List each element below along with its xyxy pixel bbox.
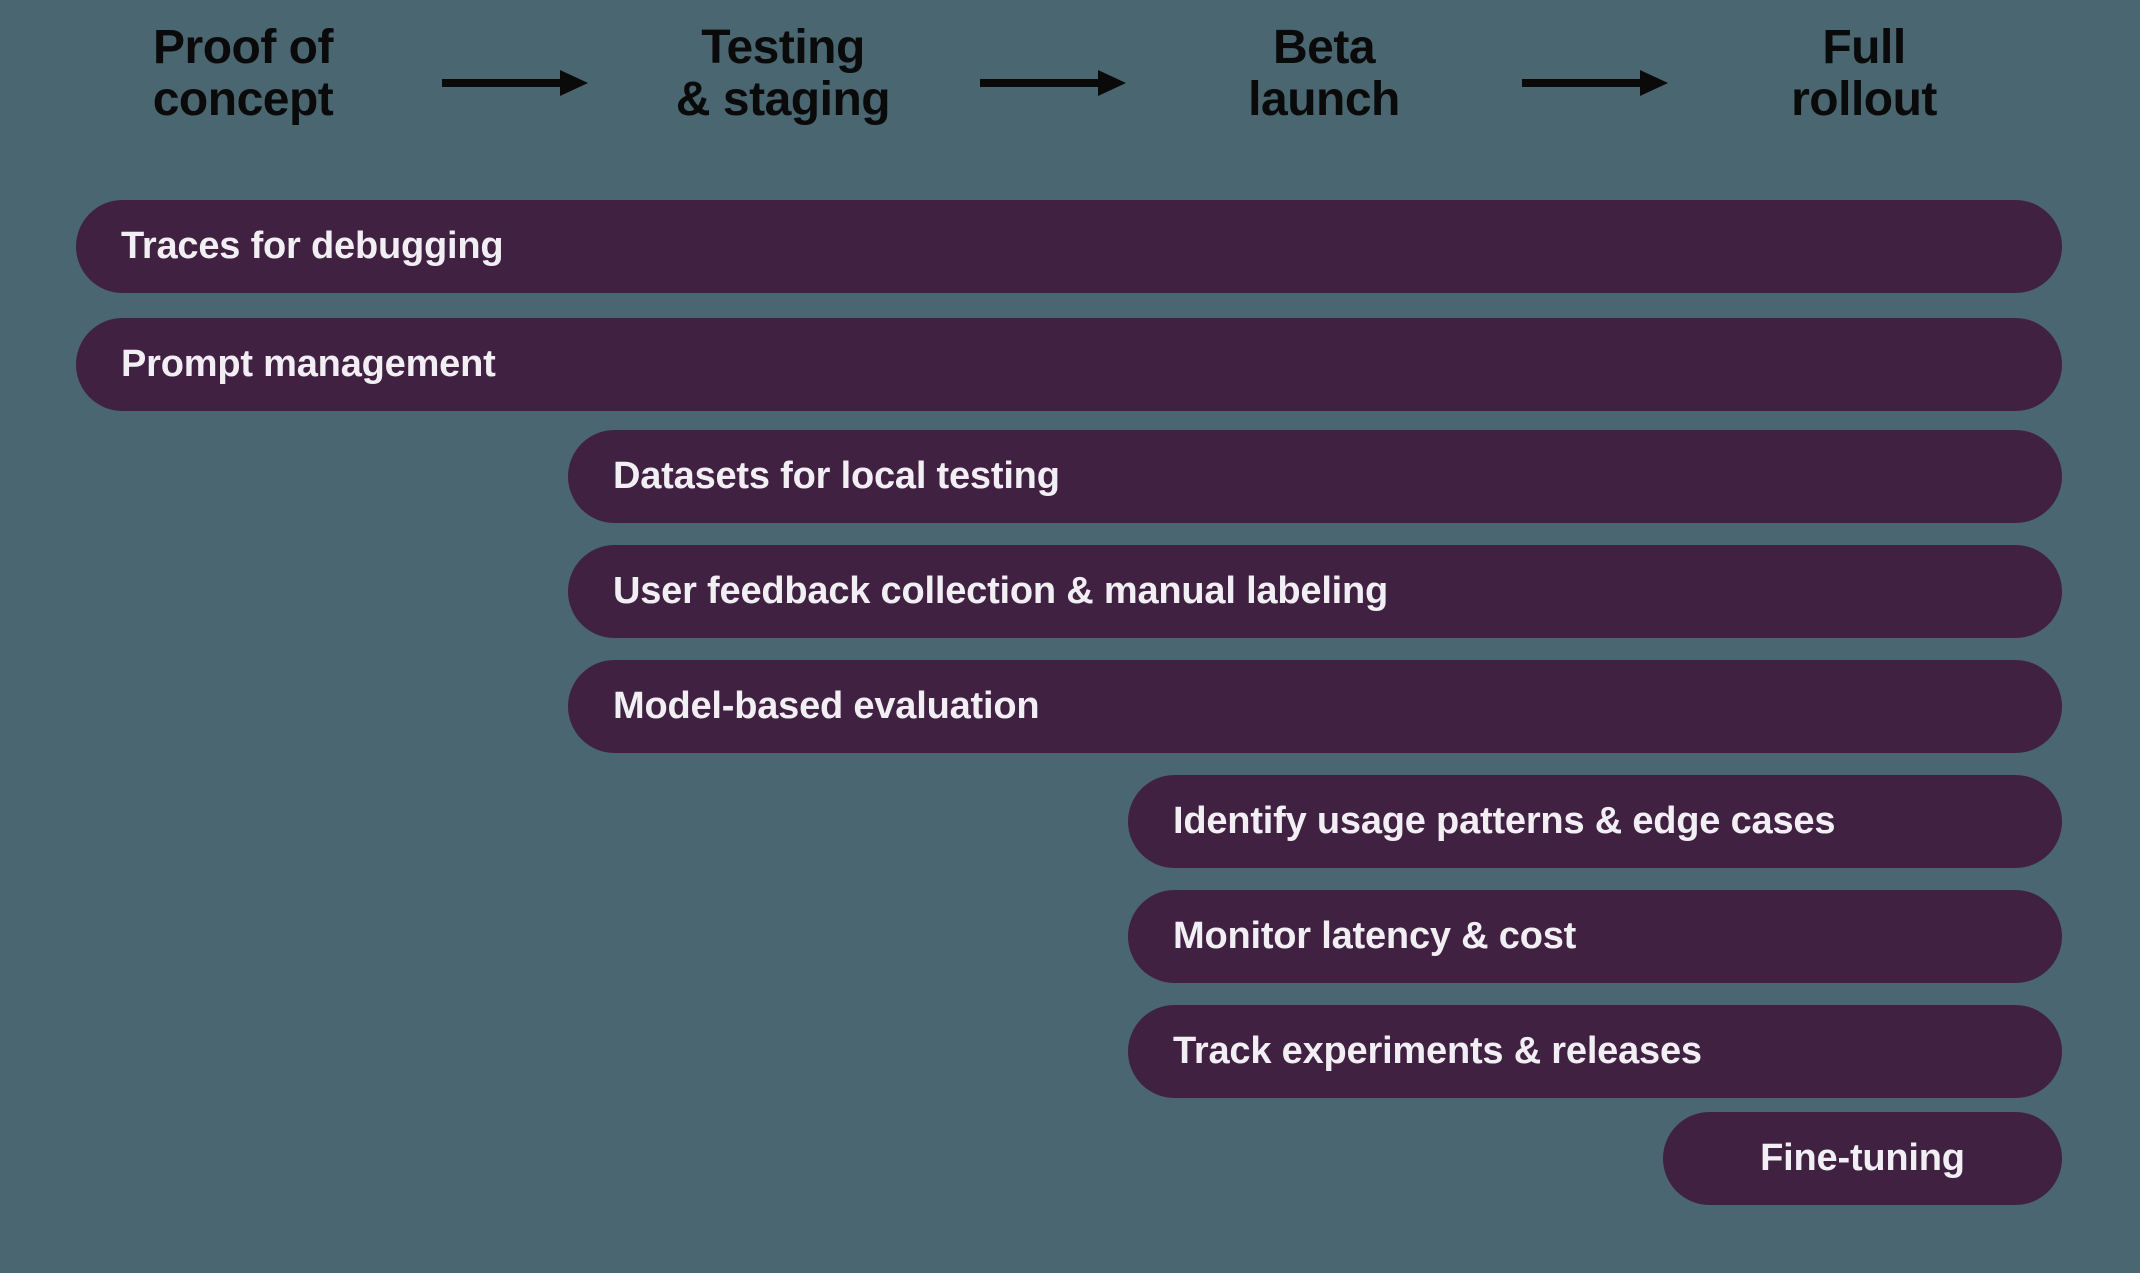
phase-label-beta-launch: Beta launch (1248, 21, 1400, 126)
arrow-right-icon-testing-to-beta (980, 68, 1126, 98)
capability-label: Model-based evaluation (613, 685, 1040, 727)
capability-label: Fine-tuning (1760, 1137, 1965, 1179)
capability-label: Traces for debugging (121, 225, 504, 267)
capability-bar-monitor-latency-cost[interactable]: Monitor latency & cost (1128, 890, 2062, 983)
capability-bar-datasets-local-testing[interactable]: Datasets for local testing (568, 430, 2062, 523)
capability-bar-usage-patterns-edge-cases[interactable]: Identify usage patterns & edge cases (1128, 775, 2062, 868)
capability-bar-user-feedback-labeling[interactable]: User feedback collection & manual labeli… (568, 545, 2062, 638)
capability-label: Datasets for local testing (613, 455, 1060, 497)
capability-label: Monitor latency & cost (1173, 915, 1577, 957)
arrow-right-icon-beta-to-rollout (1522, 68, 1668, 98)
capability-bar-fine-tuning[interactable]: Fine-tuning (1663, 1112, 2062, 1205)
capability-label: Track experiments & releases (1173, 1030, 1702, 1072)
capability-label: Identify usage patterns & edge cases (1173, 800, 1836, 842)
capability-bar-track-experiments[interactable]: Track experiments & releases (1128, 1005, 2062, 1098)
arrow-right-icon-poc-to-testing (442, 68, 588, 98)
phase-label-testing-staging: Testing & staging (675, 21, 891, 126)
capability-label: Prompt management (121, 343, 496, 385)
phase-label-full-rollout: Full rollout (1791, 21, 1937, 126)
capability-bar-prompt-management[interactable]: Prompt management (76, 318, 2062, 411)
phase-label-proof-of-concept: Proof of concept (152, 21, 334, 126)
capability-bar-model-based-evaluation[interactable]: Model-based evaluation (568, 660, 2062, 753)
capability-bar-traces-for-debugging[interactable]: Traces for debugging (76, 200, 2062, 293)
capability-label: User feedback collection & manual labeli… (613, 570, 1389, 612)
